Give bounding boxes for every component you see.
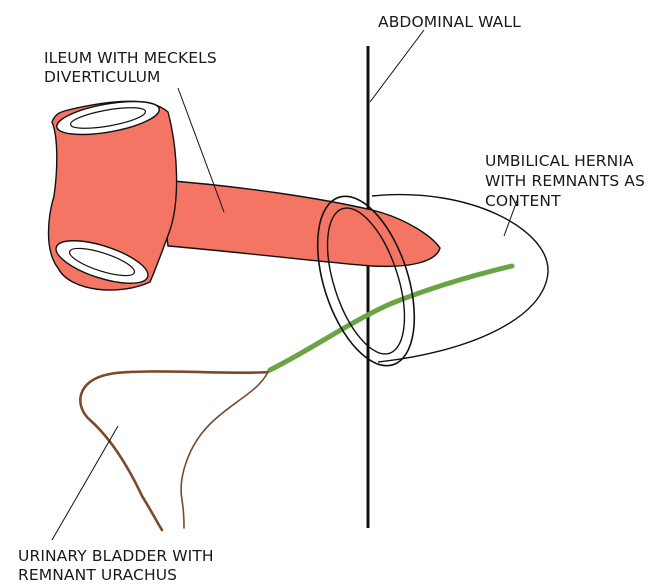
label-hernia-line3: CONTENT bbox=[485, 192, 561, 211]
label-bladder-line1: URINARY BLADDER WITH bbox=[18, 547, 214, 566]
label-ileum-line2: DIVERTICULUM bbox=[44, 68, 161, 87]
label-hernia-line2: WITH REMNANTS AS bbox=[485, 172, 645, 191]
leader-bladder bbox=[52, 426, 118, 540]
label-hernia-line1: UMBILICAL HERNIA bbox=[485, 152, 634, 171]
meckels-diverticulum bbox=[160, 180, 440, 266]
urinary-bladder bbox=[80, 371, 268, 530]
label-abdominal-wall: ABDOMINAL WALL bbox=[378, 13, 521, 32]
leader-abdominal-wall bbox=[370, 30, 424, 102]
label-bladder-line2: REMNANT URACHUS bbox=[18, 566, 177, 585]
label-ileum-line1: ILEUM WITH MECKELS bbox=[44, 49, 217, 68]
